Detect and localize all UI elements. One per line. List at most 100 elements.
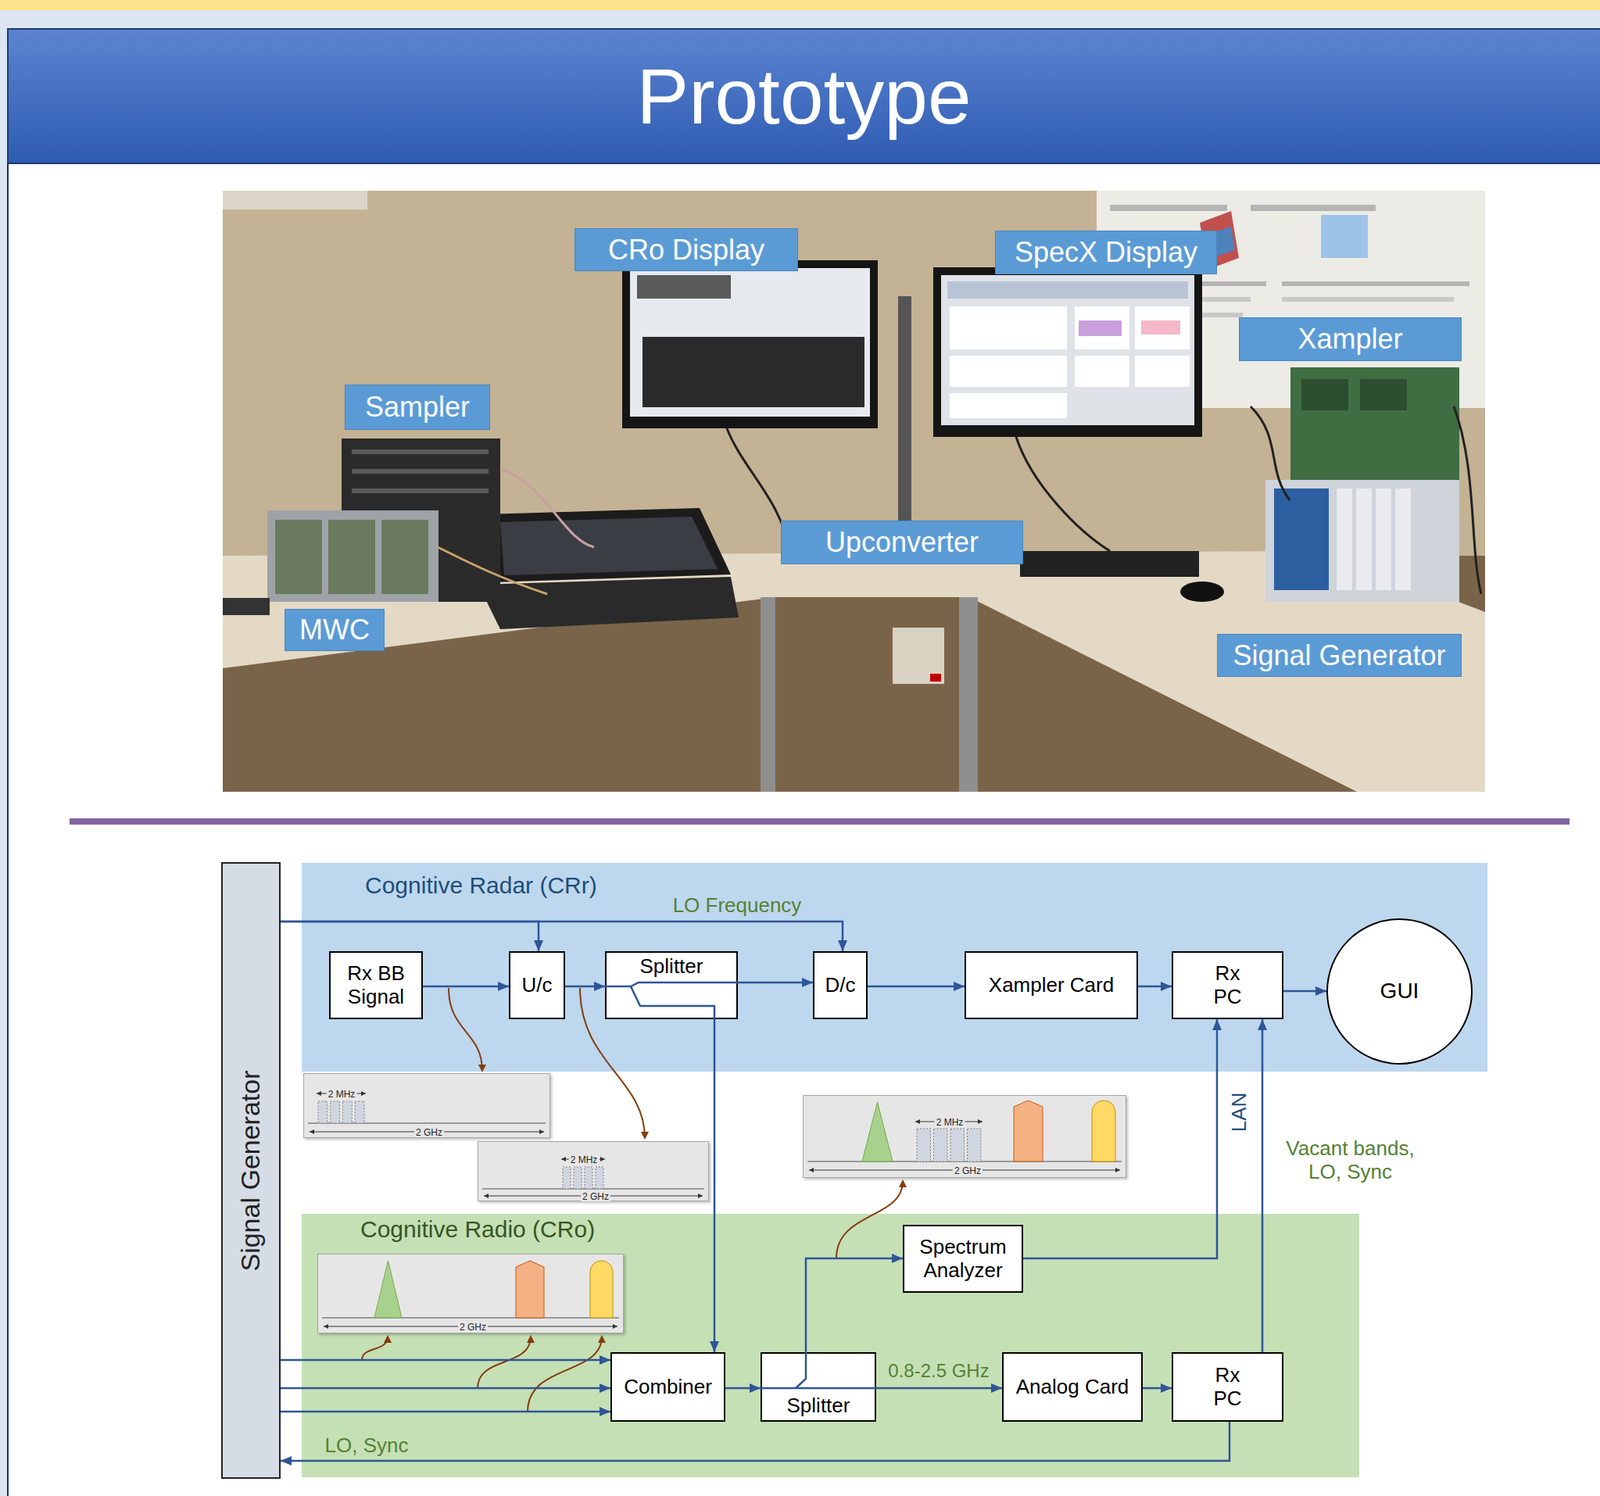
- arrow-tip: [977, 1119, 983, 1124]
- arrow-tip: [697, 1193, 703, 1199]
- arrow-tip: [808, 1167, 814, 1173]
- arrow-tip: [539, 1129, 545, 1135]
- slide-title: Prototype: [636, 51, 971, 142]
- axis-line: [482, 1188, 705, 1190]
- arrow-head: [497, 981, 509, 992]
- splitter-box: Splitter: [760, 1352, 877, 1422]
- signal-generator-bar: Signal Generator: [221, 862, 281, 1479]
- span-label: 2 GHz: [580, 1191, 611, 1202]
- connector-line: [280, 1421, 1230, 1461]
- connector-line: [280, 1387, 611, 1390]
- channel-bar: [950, 1128, 965, 1162]
- band-heading: Cognitive Radio (CRo): [360, 1216, 595, 1244]
- art-rect: [1134, 355, 1190, 387]
- art-rect: [1360, 379, 1407, 411]
- art-path: [477, 1336, 531, 1389]
- art-rect: [1141, 320, 1181, 335]
- span-label: 2 GHz: [458, 1322, 488, 1332]
- connector-line: [867, 985, 965, 988]
- art-rect: [1250, 204, 1376, 212]
- photo-label: MWC: [284, 608, 385, 652]
- lab-photo: [222, 190, 1486, 792]
- photo-label: CRo Display: [574, 228, 799, 272]
- art-rect: [930, 673, 942, 682]
- photo-label: Xampler: [1238, 317, 1462, 362]
- connector: [565, 981, 605, 992]
- art-polygon: [478, 576, 739, 630]
- art-rect: [222, 190, 1486, 792]
- channel-bar: [967, 1128, 982, 1162]
- art-rect: [222, 597, 270, 616]
- art-ellipse: [1180, 581, 1225, 602]
- art-rect: [898, 296, 912, 552]
- channel-bar: [934, 1128, 949, 1162]
- arrow-head: [837, 940, 848, 952]
- node-text: CRo Display: [608, 233, 765, 266]
- art-rect: [1281, 281, 1470, 287]
- divider-line: [69, 818, 1570, 825]
- node-text: MWC: [299, 613, 370, 646]
- art-rect: [351, 449, 489, 455]
- art-rect: [1336, 488, 1353, 591]
- edge-label: LO Frequency: [670, 894, 805, 918]
- link-label: LAN: [1227, 1092, 1252, 1133]
- channel-bar: [584, 1166, 593, 1189]
- channel-bar: [562, 1166, 571, 1189]
- arrow-head: [1212, 1019, 1222, 1031]
- art-rect: [892, 627, 945, 684]
- spectrum-inset: 2 MHz 2 GHz: [303, 1073, 551, 1139]
- connector: [280, 1406, 611, 1417]
- connector: [280, 921, 544, 952]
- node-text: Upconverter: [825, 526, 979, 559]
- art-path: [500, 468, 595, 548]
- node-text: Xampler: [1297, 322, 1403, 355]
- process-box: Rx BB Signal: [329, 951, 423, 1020]
- spectrum-sketch: [317, 1253, 624, 1334]
- art-rect: [351, 468, 489, 474]
- arrow-head: [991, 1383, 1003, 1393]
- channel-bar: [330, 1101, 341, 1124]
- process-box: Rx PC: [1171, 1352, 1284, 1422]
- arrow-head: [280, 1456, 292, 1466]
- signal-shape: [1091, 1100, 1116, 1162]
- connector: [876, 1383, 1003, 1393]
- connector: [280, 1383, 611, 1393]
- art-path: [527, 1336, 602, 1412]
- connector: [1142, 1383, 1172, 1393]
- arrow-head: [599, 1383, 611, 1393]
- art-rect: [949, 306, 1067, 350]
- node-text: D/c: [825, 973, 856, 998]
- art-path: [726, 428, 790, 552]
- art-rect: [941, 275, 1195, 426]
- connector-line: [280, 921, 843, 952]
- span-label: 2 MHz: [326, 1089, 358, 1099]
- split-line: [760, 1352, 877, 1389]
- art-rect: [381, 519, 429, 595]
- channel-bar: [354, 1101, 365, 1124]
- arrow-tip: [483, 1193, 489, 1199]
- arrow-head: [599, 1406, 611, 1417]
- art-rect: [1078, 320, 1122, 337]
- art-rect: [1356, 488, 1372, 591]
- art-rect: [1274, 488, 1329, 591]
- art-rect: [275, 519, 323, 595]
- art-path: [836, 1181, 903, 1259]
- spectrum-inset: 2 MHz2 GHz: [477, 1141, 709, 1202]
- span-label: 2 GHz: [414, 1127, 444, 1138]
- arrow-head: [1257, 1019, 1268, 1031]
- node-text: Rx PC: [1213, 962, 1242, 1010]
- edge-label: 0.8-2.5 GHz: [885, 1360, 992, 1382]
- arrow-tip: [600, 1156, 605, 1162]
- art-rect: [949, 393, 1067, 419]
- art-polygon: [500, 516, 718, 576]
- process-box: Spectrum Analyzer: [902, 1224, 1024, 1293]
- art-rect: [351, 488, 489, 494]
- spectrum-inset: 2 GHz: [317, 1253, 624, 1334]
- leader-arrows: [361, 987, 903, 1412]
- node-text: Sampler: [365, 390, 470, 423]
- art-rect: [1290, 367, 1460, 480]
- connector: [737, 977, 813, 988]
- radar-band: Cognitive Radar (CRr)Rx BB SignalU/cSpli…: [301, 862, 1488, 1072]
